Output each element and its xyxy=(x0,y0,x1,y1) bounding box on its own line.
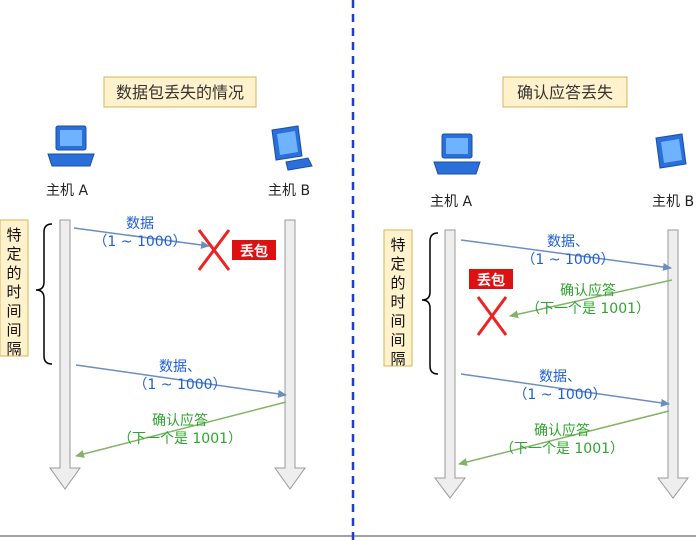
right-interval-char-2: 定 xyxy=(390,255,405,273)
right-loss-label: 丢包 xyxy=(477,272,505,289)
left-loss-label: 丢包 xyxy=(240,243,268,260)
left-title-box: 数据包丢失的情况 xyxy=(103,76,257,108)
left-data1-label-2: （1 ~ 1000） xyxy=(93,234,186,250)
right-interval-label-box: 特 定 的 时 间 间 隔 xyxy=(383,229,413,368)
left-loss-badge: 丢包 xyxy=(232,240,276,260)
right-loss-cross-icon xyxy=(476,296,508,336)
left-ack-label-2: （下一个是 1001） xyxy=(118,431,242,447)
right-ack1-label-1: 确认应答 xyxy=(560,282,616,299)
left-interval-char-2: 定 xyxy=(6,245,21,263)
right-interval-char-1: 特 xyxy=(390,236,405,254)
left-loss-cross-icon xyxy=(197,229,231,271)
right-host-a-label: 主机 A xyxy=(430,194,472,210)
left-interval-char-1: 特 xyxy=(6,226,21,244)
left-panel: 数据包丢失的情况 主机 A 主机 B 特 定 的 时 间 xyxy=(0,76,313,490)
left-host-a-timeline xyxy=(49,219,81,490)
right-data2-label-1: 数据、 xyxy=(539,369,581,385)
left-host-b-computer-icon xyxy=(271,125,313,171)
left-data2-arrow xyxy=(75,364,287,398)
right-host-b-timeline xyxy=(657,229,689,499)
right-host-b-label: 主机 B xyxy=(652,194,694,210)
left-data2-label-2: （1 ~ 1000） xyxy=(133,377,226,393)
right-host-a-timeline xyxy=(434,229,466,499)
left-interval-char-7: 隔 xyxy=(6,340,21,358)
left-title: 数据包丢失的情况 xyxy=(116,83,244,102)
right-data2-arrow xyxy=(460,373,670,407)
left-ack-arrow xyxy=(75,401,287,458)
left-ack-label-1: 确认应答 xyxy=(152,412,208,429)
right-interval-char-4: 时 xyxy=(390,293,405,311)
right-ack2-label-1: 确认应答 xyxy=(534,422,590,439)
left-interval-char-5: 间 xyxy=(6,302,21,320)
left-host-b-label: 主机 B xyxy=(268,183,310,199)
left-interval-brace xyxy=(35,223,53,365)
right-interval-brace xyxy=(421,232,439,375)
left-interval-char-6: 间 xyxy=(6,321,21,339)
left-interval-label-box: 特 定 的 时 间 间 隔 xyxy=(0,219,29,358)
right-ack2-arrow xyxy=(458,410,670,466)
right-data2-label-2: （1 ~ 1000） xyxy=(513,387,606,403)
right-interval-char-3: 的 xyxy=(390,274,405,292)
right-interval-char-7: 隔 xyxy=(390,350,405,368)
right-host-b-computer-icon xyxy=(655,133,687,169)
right-ack1-label-2: （下一个是 1001） xyxy=(526,301,650,317)
left-data1-arrow xyxy=(73,227,210,249)
right-ack2-label-2: （下一个是 1001） xyxy=(500,441,624,457)
right-data1-label-1: 数据、 xyxy=(547,234,589,250)
right-interval-char-6: 间 xyxy=(390,331,405,349)
right-host-a-computer-icon xyxy=(433,133,481,175)
right-data1-label-2: （1 ~ 1000） xyxy=(521,252,614,268)
right-interval-char-5: 间 xyxy=(390,312,405,330)
right-ack1-arrow xyxy=(509,279,673,319)
right-panel: 确认应答丢失 主机 A 主机 B 特 定 的 时 间 间 xyxy=(383,76,694,499)
left-interval-char-3: 的 xyxy=(6,264,21,282)
left-data1-label-1: 数据 xyxy=(126,216,154,232)
right-title: 确认应答丢失 xyxy=(517,83,613,102)
right-title-box: 确认应答丢失 xyxy=(502,76,628,108)
left-host-a-label: 主机 A xyxy=(46,183,88,199)
right-loss-badge: 丢包 xyxy=(469,269,513,289)
left-data2-label-1: 数据、 xyxy=(159,359,201,375)
right-data1-arrow xyxy=(460,239,672,271)
left-interval-char-4: 时 xyxy=(6,283,21,301)
left-host-a-computer-icon xyxy=(47,125,95,167)
left-host-b-timeline xyxy=(274,219,306,490)
